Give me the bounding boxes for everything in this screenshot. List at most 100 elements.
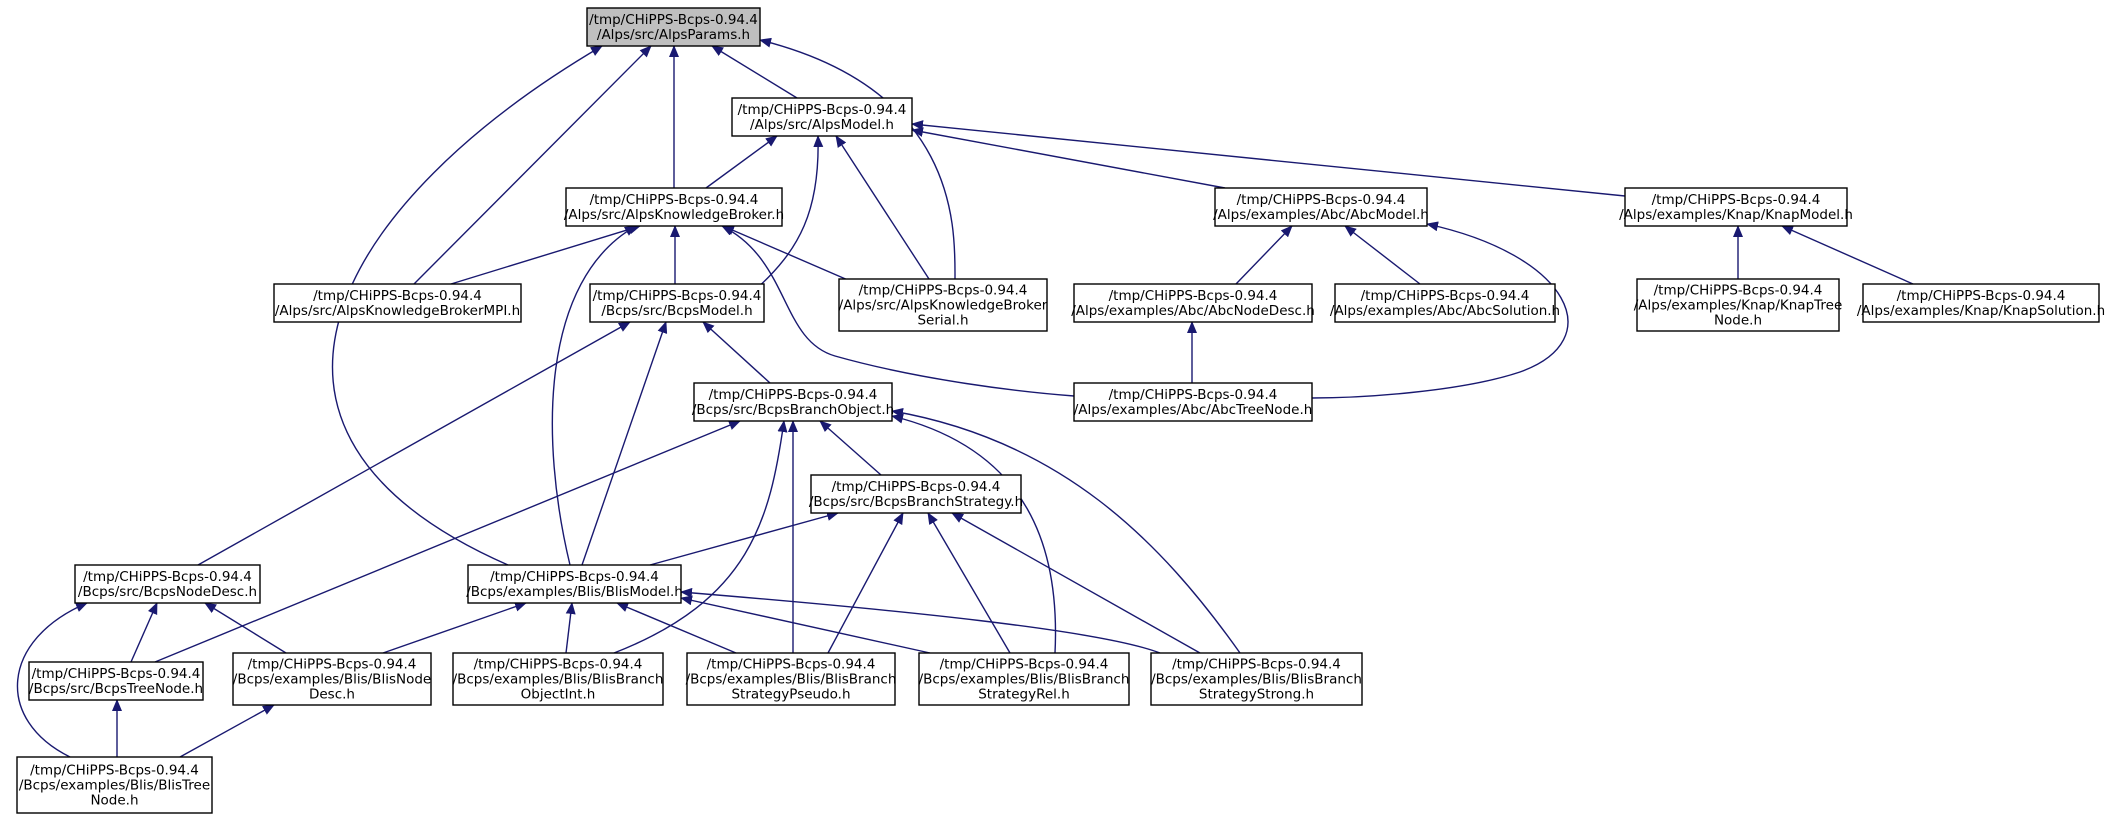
edge-BcpsBranchStrategy-to-BlisModel <box>649 511 839 566</box>
node-box <box>1334 283 1556 323</box>
node-label-line: /tmp/CHiPPS-Bcps-0.94.4 <box>1109 387 1278 403</box>
node-label-line: /Alps/src/AlpsKnowledgeBroker.h <box>564 207 784 223</box>
node-label-line: Node.h <box>90 793 138 809</box>
node-AbcSolution[interactable]: /tmp/CHiPPS-Bcps-0.94.4/Alps/examples/Ab… <box>1330 283 1560 323</box>
node-label-line: /tmp/CHiPPS-Bcps-0.94.4 <box>83 569 252 585</box>
node-label-line: /Bcps/src/BcpsModel.h <box>601 303 752 319</box>
node-BlisBranchStrategyRel[interactable]: /tmp/CHiPPS-Bcps-0.94.4/Bcps/examples/Bl… <box>918 652 1130 706</box>
node-box <box>589 283 765 323</box>
node-AlpsModel[interactable]: /tmp/CHiPPS-Bcps-0.94.4/Alps/src/AlpsMod… <box>731 97 913 137</box>
node-box <box>452 652 664 706</box>
node-label-line: /tmp/CHiPPS-Bcps-0.94.4 <box>1172 657 1341 673</box>
node-label-line: /Alps/examples/Abc/AbcTreeNode.h <box>1074 402 1313 418</box>
node-BcpsTreeNode[interactable]: /tmp/CHiPPS-Bcps-0.94.4/Bcps/src/BcpsTre… <box>28 661 204 701</box>
node-label-line: /tmp/CHiPPS-Bcps-0.94.4 <box>589 12 758 28</box>
node-box <box>467 564 682 604</box>
node-label-line: /Alps/examples/Knap/KnapSolution.h <box>1857 303 2105 319</box>
edge-AlpsKnowledgeBroker-to-AbcTreeNode <box>721 225 1075 397</box>
edge-BlisModel-to-BlisBranchStrategyPseudo <box>616 602 737 654</box>
node-BlisModel[interactable]: /tmp/CHiPPS-Bcps-0.94.4/Bcps/examples/Bl… <box>466 564 683 604</box>
node-AbcTreeNode[interactable]: /tmp/CHiPPS-Bcps-0.94.4/Alps/examples/Ab… <box>1073 382 1313 422</box>
node-box <box>586 7 761 47</box>
edge-BcpsBranchStrategy-to-BlisBranchStrategyStrong <box>951 512 1201 654</box>
edge-AlpsParams-to-AlpsModel <box>711 45 798 99</box>
node-box <box>1073 283 1313 323</box>
node-AlpsKnowledgeBroker[interactable]: /tmp/CHiPPS-Bcps-0.94.4/Alps/src/AlpsKno… <box>564 187 784 227</box>
edge-AlpsKnowledgeBroker-to-AlpsKnowledgeBrokerMPI <box>450 224 641 285</box>
node-label-line: ObjectInt.h <box>521 687 596 703</box>
edge-BcpsBranchStrategy-to-BlisBranchStrategyPseudo <box>827 512 904 654</box>
node-BlisBranchStrategyStrong[interactable]: /tmp/CHiPPS-Bcps-0.94.4/Bcps/examples/Bl… <box>1150 652 1363 706</box>
node-label-line: /tmp/CHiPPS-Bcps-0.94.4 <box>1654 283 1823 299</box>
node-box <box>1862 283 2100 323</box>
node-box <box>232 652 432 706</box>
node-label-line: /Alps/src/AlpsKnowledgeBrokerMPI.h <box>275 303 520 319</box>
node-box <box>731 97 913 137</box>
node-BlisBranchStrategyPseudo[interactable]: /tmp/CHiPPS-Bcps-0.94.4/Bcps/examples/Bl… <box>686 652 897 706</box>
edge-AlpsModel-to-AlpsKnowledgeBrokerSerial <box>835 135 930 280</box>
node-AbcNodeDesc[interactable]: /tmp/CHiPPS-Bcps-0.94.4/Alps/examples/Ab… <box>1071 283 1315 323</box>
node-label-line: /Bcps/examples/Blis/BlisNode <box>233 672 431 688</box>
node-box <box>838 278 1048 332</box>
edge-AlpsModel-to-AlpsKnowledgeBroker <box>705 135 778 189</box>
node-label-line: /Alps/examples/Knap/KnapModel.h <box>1619 207 1853 223</box>
node-label-line: /tmp/CHiPPS-Bcps-0.94.4 <box>490 569 659 585</box>
edge-BcpsBranchObject-to-BlisBranchStrategyRel <box>891 413 1057 654</box>
node-KnapTreeNode[interactable]: /tmp/CHiPPS-Bcps-0.94.4/Alps/examples/Kn… <box>1634 278 1843 332</box>
node-box <box>1150 652 1363 706</box>
node-box <box>273 283 522 323</box>
node-BlisTreeNode[interactable]: /tmp/CHiPPS-Bcps-0.94.4/Bcps/examples/Bl… <box>16 756 213 814</box>
node-box <box>16 756 213 814</box>
edge-BcpsNodeDesc-to-BcpsTreeNode <box>130 602 158 663</box>
edge-BlisModel-to-BlisBranchObjectInt <box>565 602 576 654</box>
node-label-line: /Bcps/examples/Blis/BlisModel.h <box>466 584 683 600</box>
node-label-line: /Alps/src/AlpsKnowledgeBroker <box>839 298 1048 314</box>
node-label-line: /tmp/CHiPPS-Bcps-0.94.4 <box>593 288 762 304</box>
node-box <box>74 564 261 604</box>
node-BlisBranchObjectInt[interactable]: /tmp/CHiPPS-Bcps-0.94.4/Bcps/examples/Bl… <box>452 652 664 706</box>
node-BlisNodeDesc[interactable]: /tmp/CHiPPS-Bcps-0.94.4/Bcps/examples/Bl… <box>232 652 432 706</box>
node-label-line: /Bcps/examples/Blis/BlisBranch <box>686 672 897 688</box>
edge-BcpsNodeDesc-to-BlisTreeNode <box>16 602 88 758</box>
edge-AbcModel-to-AbcTreeNode <box>1311 221 1569 399</box>
node-box <box>686 652 896 706</box>
node-AlpsKnowledgeBrokerMPI[interactable]: /tmp/CHiPPS-Bcps-0.94.4/Alps/src/AlpsKno… <box>273 283 522 323</box>
node-label-line: /tmp/CHiPPS-Bcps-0.94.4 <box>248 657 417 673</box>
edge-KnapModel-to-KnapSolution <box>1781 225 1914 285</box>
edges-layer <box>16 37 1914 758</box>
node-label-line: /Alps/src/AlpsModel.h <box>750 117 894 133</box>
node-label-line: /Bcps/examples/Blis/BlisBranch <box>1151 672 1362 688</box>
edge-BcpsModel-to-BcpsBranchObject <box>702 321 771 384</box>
node-AlpsParams[interactable]: /tmp/CHiPPS-Bcps-0.94.4/Alps/src/AlpsPar… <box>586 7 761 47</box>
node-AlpsKnowledgeBrokerSerial[interactable]: /tmp/CHiPPS-Bcps-0.94.4/Alps/src/AlpsKno… <box>838 278 1048 332</box>
node-BcpsBranchStrategy[interactable]: /tmp/CHiPPS-Bcps-0.94.4/Bcps/src/BcpsBra… <box>809 474 1023 514</box>
node-label-line: /Bcps/src/BcpsNodeDesc.h <box>78 584 257 600</box>
node-BcpsNodeDesc[interactable]: /tmp/CHiPPS-Bcps-0.94.4/Bcps/src/BcpsNod… <box>74 564 261 604</box>
edge-AlpsModel-to-KnapModel <box>911 120 1626 197</box>
node-KnapModel[interactable]: /tmp/CHiPPS-Bcps-0.94.4/Alps/examples/Kn… <box>1619 187 1853 227</box>
edge-BlisModel-to-BlisBranchStrategyStrong <box>680 587 1161 654</box>
node-box <box>1214 187 1428 227</box>
node-label-line: /Bcps/examples/Blis/BlisBranch <box>919 672 1130 688</box>
node-AbcModel[interactable]: /tmp/CHiPPS-Bcps-0.94.4/Alps/examples/Ab… <box>1213 187 1429 227</box>
edge-BcpsBranchObject-to-BlisBranchObjectInt <box>613 420 788 654</box>
node-label-line: /tmp/CHiPPS-Bcps-0.94.4 <box>1897 288 2066 304</box>
node-label-line: /tmp/CHiPPS-Bcps-0.94.4 <box>32 666 201 682</box>
node-BcpsBranchObject[interactable]: /tmp/CHiPPS-Bcps-0.94.4/Bcps/src/BcpsBra… <box>692 382 894 422</box>
node-box <box>1073 382 1313 422</box>
node-box <box>1636 278 1840 332</box>
node-box <box>918 652 1130 706</box>
node-label-line: /tmp/CHiPPS-Bcps-0.94.4 <box>313 288 482 304</box>
node-KnapSolution[interactable]: /tmp/CHiPPS-Bcps-0.94.4/Alps/examples/Kn… <box>1857 283 2105 323</box>
node-label-line: /tmp/CHiPPS-Bcps-0.94.4 <box>832 479 1001 495</box>
edge-BcpsModel-to-BcpsNodeDesc <box>197 321 631 566</box>
node-label-line: /tmp/CHiPPS-Bcps-0.94.4 <box>1361 288 1530 304</box>
node-label-line: /tmp/CHiPPS-Bcps-0.94.4 <box>709 387 878 403</box>
node-label-line: /tmp/CHiPPS-Bcps-0.94.4 <box>1652 192 1821 208</box>
node-BcpsModel[interactable]: /tmp/CHiPPS-Bcps-0.94.4/Bcps/src/BcpsMod… <box>589 283 765 323</box>
edge-AlpsParams-to-AlpsKnowledgeBrokerSerial <box>759 37 956 280</box>
edge-AlpsModel-to-AbcModel <box>911 127 1226 189</box>
node-label-line: /Alps/examples/Abc/AbcNodeDesc.h <box>1071 303 1315 319</box>
node-label-line: /Alps/src/AlpsParams.h <box>597 27 750 43</box>
